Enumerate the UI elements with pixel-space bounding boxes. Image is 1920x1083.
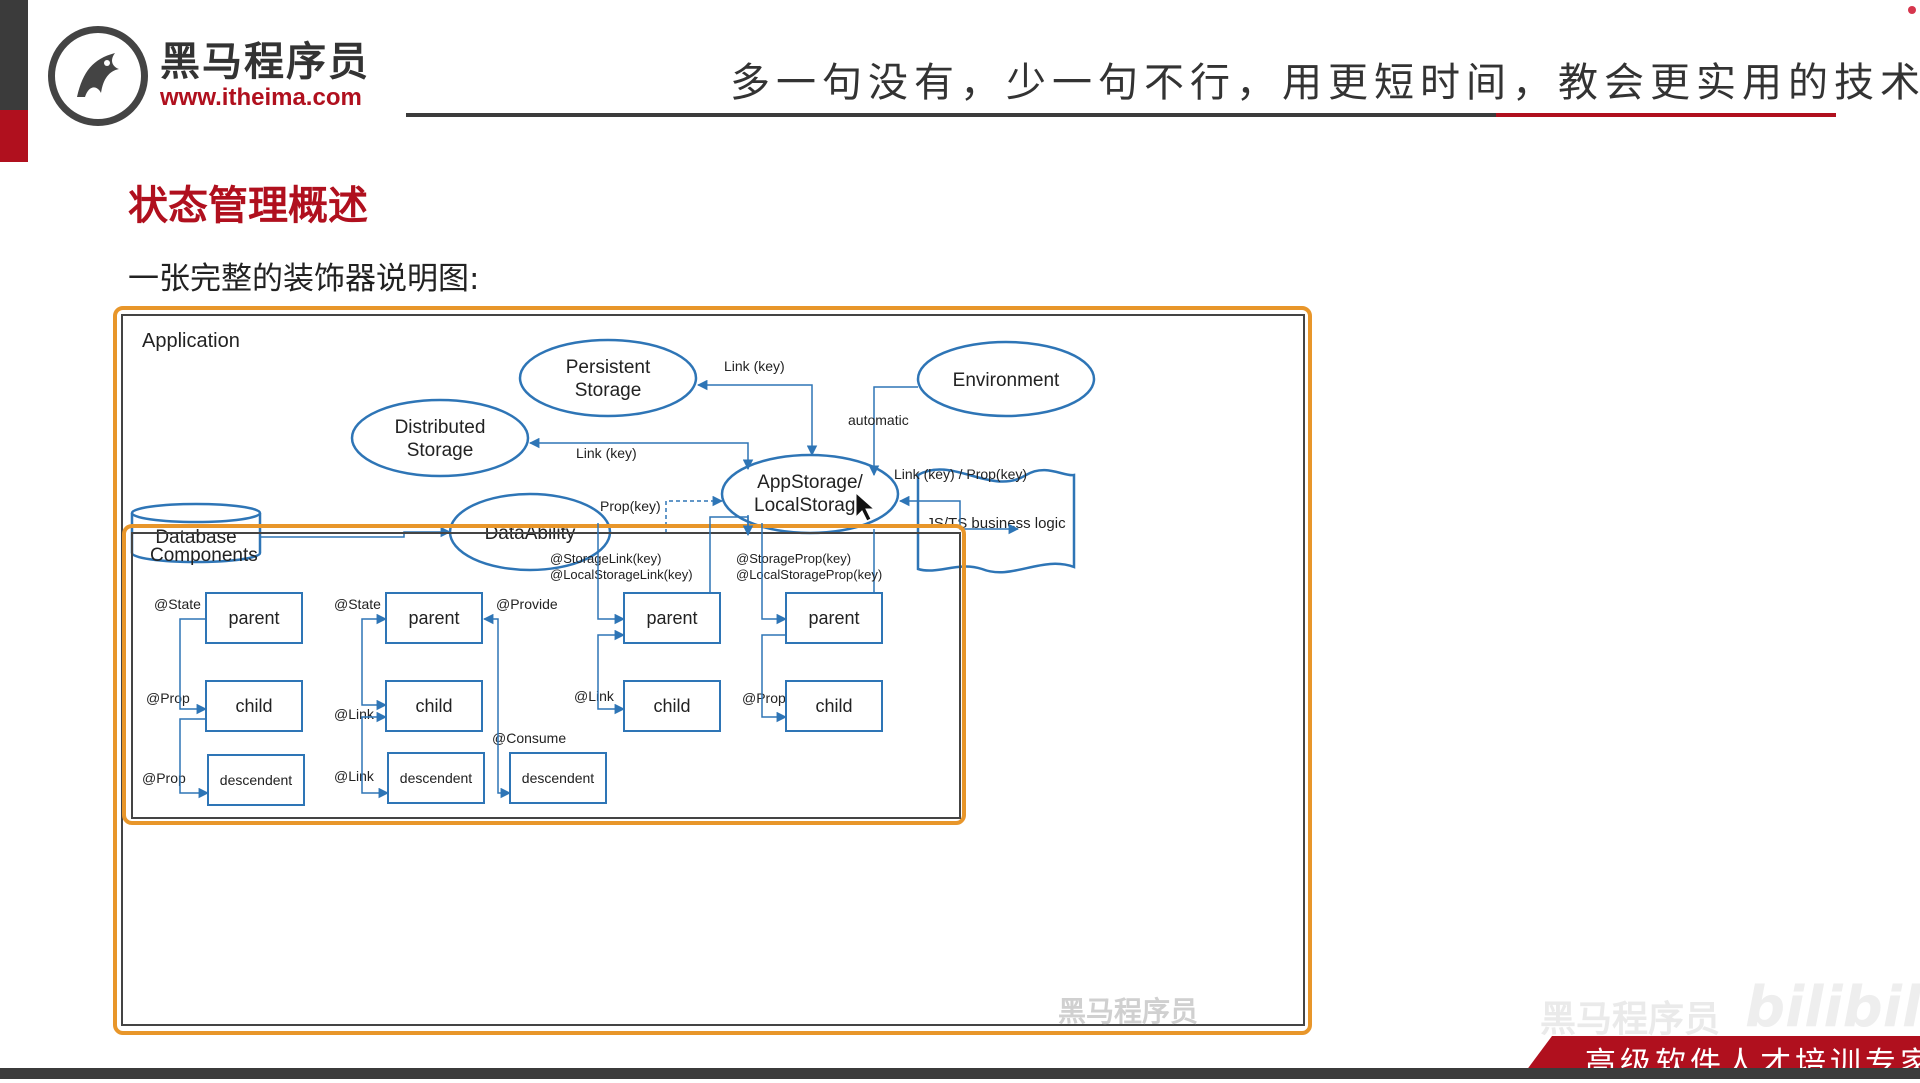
footer-bar xyxy=(0,1068,1920,1079)
group1-prop2: @Prop xyxy=(142,770,186,786)
group4-header-2: @LocalStorageProp(key) xyxy=(736,567,882,582)
page-title: 状态管理概述 xyxy=(128,183,368,229)
application-highlight xyxy=(113,306,1312,1035)
video-watermark-text: 黑马程序员 xyxy=(1540,999,1721,1040)
brand-logo: 黑马程序员 www.itheima.com xyxy=(48,26,370,126)
group4-child-label: child xyxy=(815,696,852,716)
group1-prop1: @Prop xyxy=(146,690,190,706)
group1-parent-label: parent xyxy=(228,608,279,628)
application-frame xyxy=(121,314,1305,1026)
edge-business-appstorage xyxy=(898,495,1020,535)
decorator-diagram: Application Persistent Storage Distribut… xyxy=(112,305,1312,1035)
environment-label: Environment xyxy=(953,370,1060,391)
group2-edge-child-descendent xyxy=(361,711,390,799)
group2-edge-parent-child xyxy=(361,613,388,711)
left-accent-dark xyxy=(0,0,28,110)
diagram-watermark: 黑马程序员 xyxy=(1058,995,1198,1027)
group3-child-label: child xyxy=(653,696,690,716)
group2-parent-label: parent xyxy=(408,608,459,628)
edge-environment-appstorage xyxy=(868,386,918,477)
group4-edge-parent-child xyxy=(761,634,788,723)
group3-link: @Link xyxy=(574,688,615,704)
edge-distributed-label: Link (key) xyxy=(576,445,637,461)
group3-parent-label: parent xyxy=(646,608,697,628)
group2-link1: @Link xyxy=(334,706,375,722)
group1-state: @State xyxy=(154,596,201,612)
group1-descendent-box xyxy=(207,754,305,806)
corner-dot xyxy=(1908,6,1916,14)
distributed-storage-node xyxy=(350,398,530,478)
group2-descendent-label: descendent xyxy=(400,770,473,786)
group2-descendent2-label: descendent xyxy=(522,770,595,786)
persistent-storage-node xyxy=(518,338,698,418)
group2-state: @State xyxy=(334,596,381,612)
group1-child-label: child xyxy=(235,696,272,716)
components-label: Components xyxy=(150,545,258,566)
group4-prop: @Prop xyxy=(742,690,786,706)
header-divider xyxy=(406,113,1496,117)
distributed-storage-label-2: Storage xyxy=(407,440,474,461)
group3-child-box xyxy=(623,680,721,732)
edge-persistent-appstorage xyxy=(696,379,818,457)
components-frame xyxy=(131,532,961,819)
group2-link2: @Link xyxy=(334,768,375,784)
appstorage-label-2: LocalStorage xyxy=(754,495,866,516)
group3-parent-box xyxy=(623,592,721,644)
bilibili-logo: bilibili xyxy=(1745,975,1920,1040)
edge-storagelink-group xyxy=(709,516,754,618)
group3-edge-appstorage-parent xyxy=(597,523,626,625)
edge-environment-label: automatic xyxy=(848,412,909,428)
group1-edge-parent-child xyxy=(179,618,208,715)
mouse-cursor-icon xyxy=(855,491,876,522)
group2-descendent-box xyxy=(387,752,485,804)
header-divider-accent xyxy=(1496,113,1836,117)
group4-header-1: @StorageProp(key) xyxy=(736,551,851,566)
group1-child-box xyxy=(205,680,303,732)
brand-url: www.itheima.com xyxy=(160,84,362,111)
persistent-storage-label-2: Storage xyxy=(575,380,642,401)
group4-parent-label: parent xyxy=(808,608,859,628)
group4-child-box xyxy=(785,680,883,732)
slogan: 多一句没有，少一句不行，用更短时间，教会更实用的技术! xyxy=(730,60,1920,106)
edge-persistent-label: Link (key) xyxy=(724,358,785,374)
distributed-storage-label-1: Distributed xyxy=(395,417,486,438)
horse-logo-icon xyxy=(48,26,148,126)
brand-name: 黑马程序员 xyxy=(160,39,370,85)
application-label: Application xyxy=(142,330,240,352)
group4-parent-box xyxy=(785,592,883,644)
slide-subtitle: 一张完整的装饰器说明图: xyxy=(128,261,480,297)
components-highlight-frame xyxy=(122,524,966,825)
left-accent-red xyxy=(0,110,28,162)
group3-header-2: @LocalStorageLink(key) xyxy=(550,567,693,582)
group2-edge-provide-consume xyxy=(482,613,512,799)
group3-header-1: @StorageLink(key) xyxy=(550,551,661,566)
appstorage-label-1: AppStorage/ xyxy=(757,472,863,493)
edge-dataability-label: Prop(key) xyxy=(600,498,661,514)
edge-distributed-appstorage xyxy=(528,437,754,471)
group3-edge-parent-child xyxy=(597,629,626,715)
group2-child-box xyxy=(385,680,483,732)
group1-edge-child-descendent xyxy=(179,718,210,799)
group2-child-label: child xyxy=(415,696,452,716)
group2-parent-box xyxy=(385,592,483,644)
edge-business-label: Link (key) / Prop(key) xyxy=(894,466,1027,482)
environment-node xyxy=(916,340,1096,418)
group2-provide: @Provide xyxy=(496,596,558,612)
persistent-storage-label-1: Persistent xyxy=(566,357,651,378)
group2-consume: @Consume xyxy=(492,730,566,746)
group4-edge-appstorage-parent xyxy=(761,523,788,625)
group1-descendent-label: descendent xyxy=(220,772,293,788)
group1-parent-box xyxy=(205,592,303,644)
